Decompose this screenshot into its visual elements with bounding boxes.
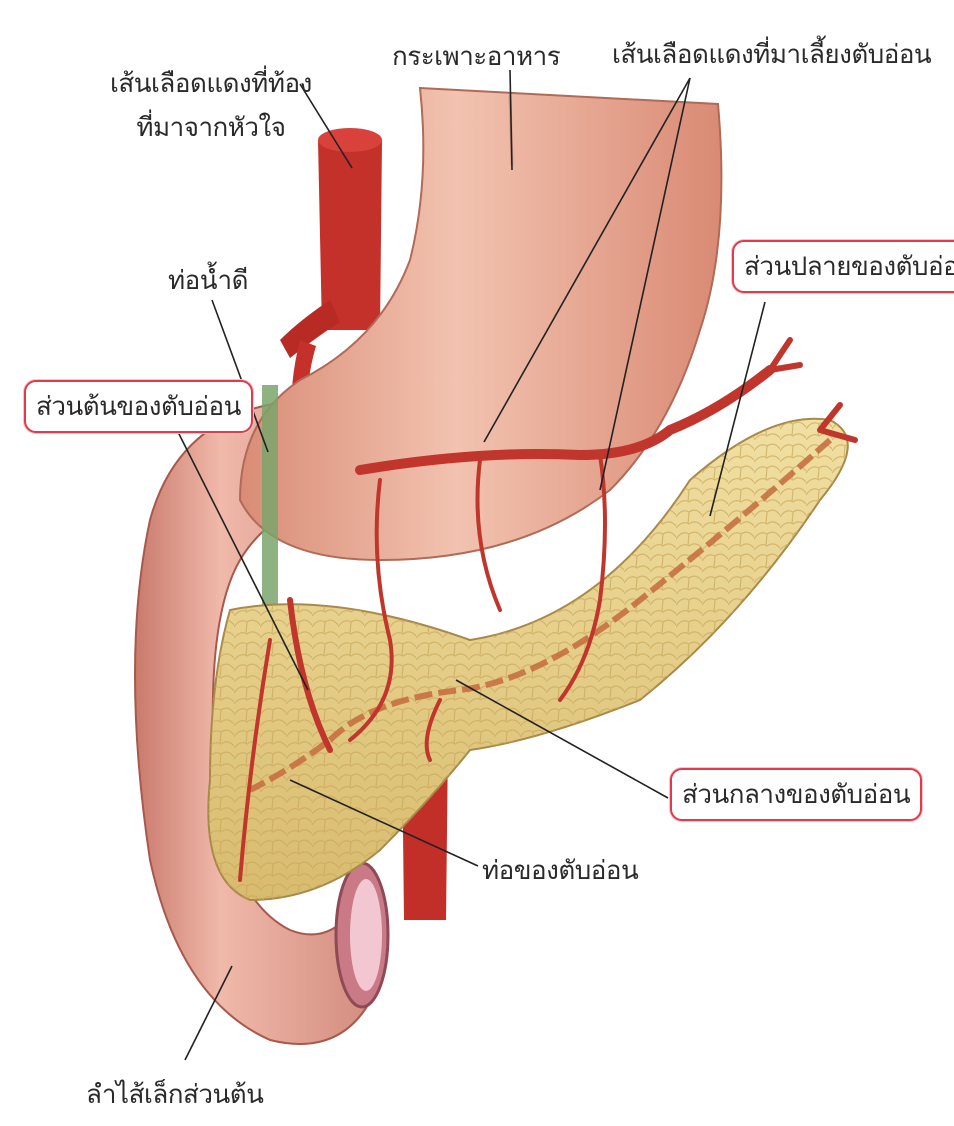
label-duodenum: ลำไส้เล็กส่วนต้น (86, 1074, 263, 1115)
label-pancreas-tail: ส่วนปลายของตับอ่อน (732, 240, 954, 293)
label-pancreatic-duct: ท่อของตับอ่อน (482, 850, 638, 891)
label-aorta-line2: ที่มาจากหัวใจ (110, 106, 312, 150)
label-pancreatic-artery: เส้นเลือดแดงที่มาเลี้ยงตับอ่อน (612, 34, 931, 75)
label-aorta-line1: เส้นเลือดแดงที่ท้อง (110, 62, 312, 106)
label-stomach: กระเพาะอาหาร (392, 36, 560, 77)
label-bile-duct: ท่อน้ำดี (168, 260, 248, 301)
label-pancreas-body: ส่วนกลางของตับอ่อน (670, 768, 922, 821)
label-aorta: เส้นเลือดแดงที่ท้อง ที่มาจากหัวใจ (110, 62, 312, 150)
label-pancreas-head: ส่วนต้นของตับอ่อน (24, 380, 253, 433)
